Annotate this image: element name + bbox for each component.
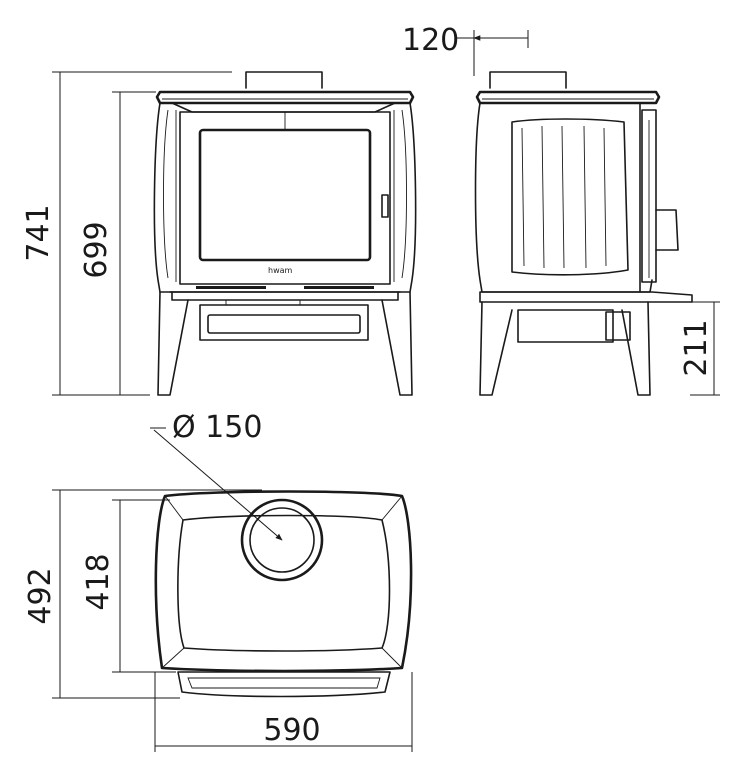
dim-body-height: 699 — [79, 221, 114, 278]
brand-logo: hwam — [268, 266, 293, 275]
dim-body-depth: 418 — [81, 553, 116, 610]
dim-door-handle-height: 211 — [679, 319, 714, 376]
top-view — [154, 490, 413, 698]
dim-flue-diameter: Ø 150 — [172, 410, 262, 445]
dim-total-height: 741 — [21, 204, 56, 261]
side-view — [474, 71, 693, 396]
dim-total-depth: 492 — [23, 567, 58, 624]
dim-width: 590 — [263, 713, 320, 748]
dim-flue-offset: 120 — [402, 23, 459, 58]
dimension-lines — [52, 30, 720, 752]
front-view: hwam — [153, 71, 417, 396]
